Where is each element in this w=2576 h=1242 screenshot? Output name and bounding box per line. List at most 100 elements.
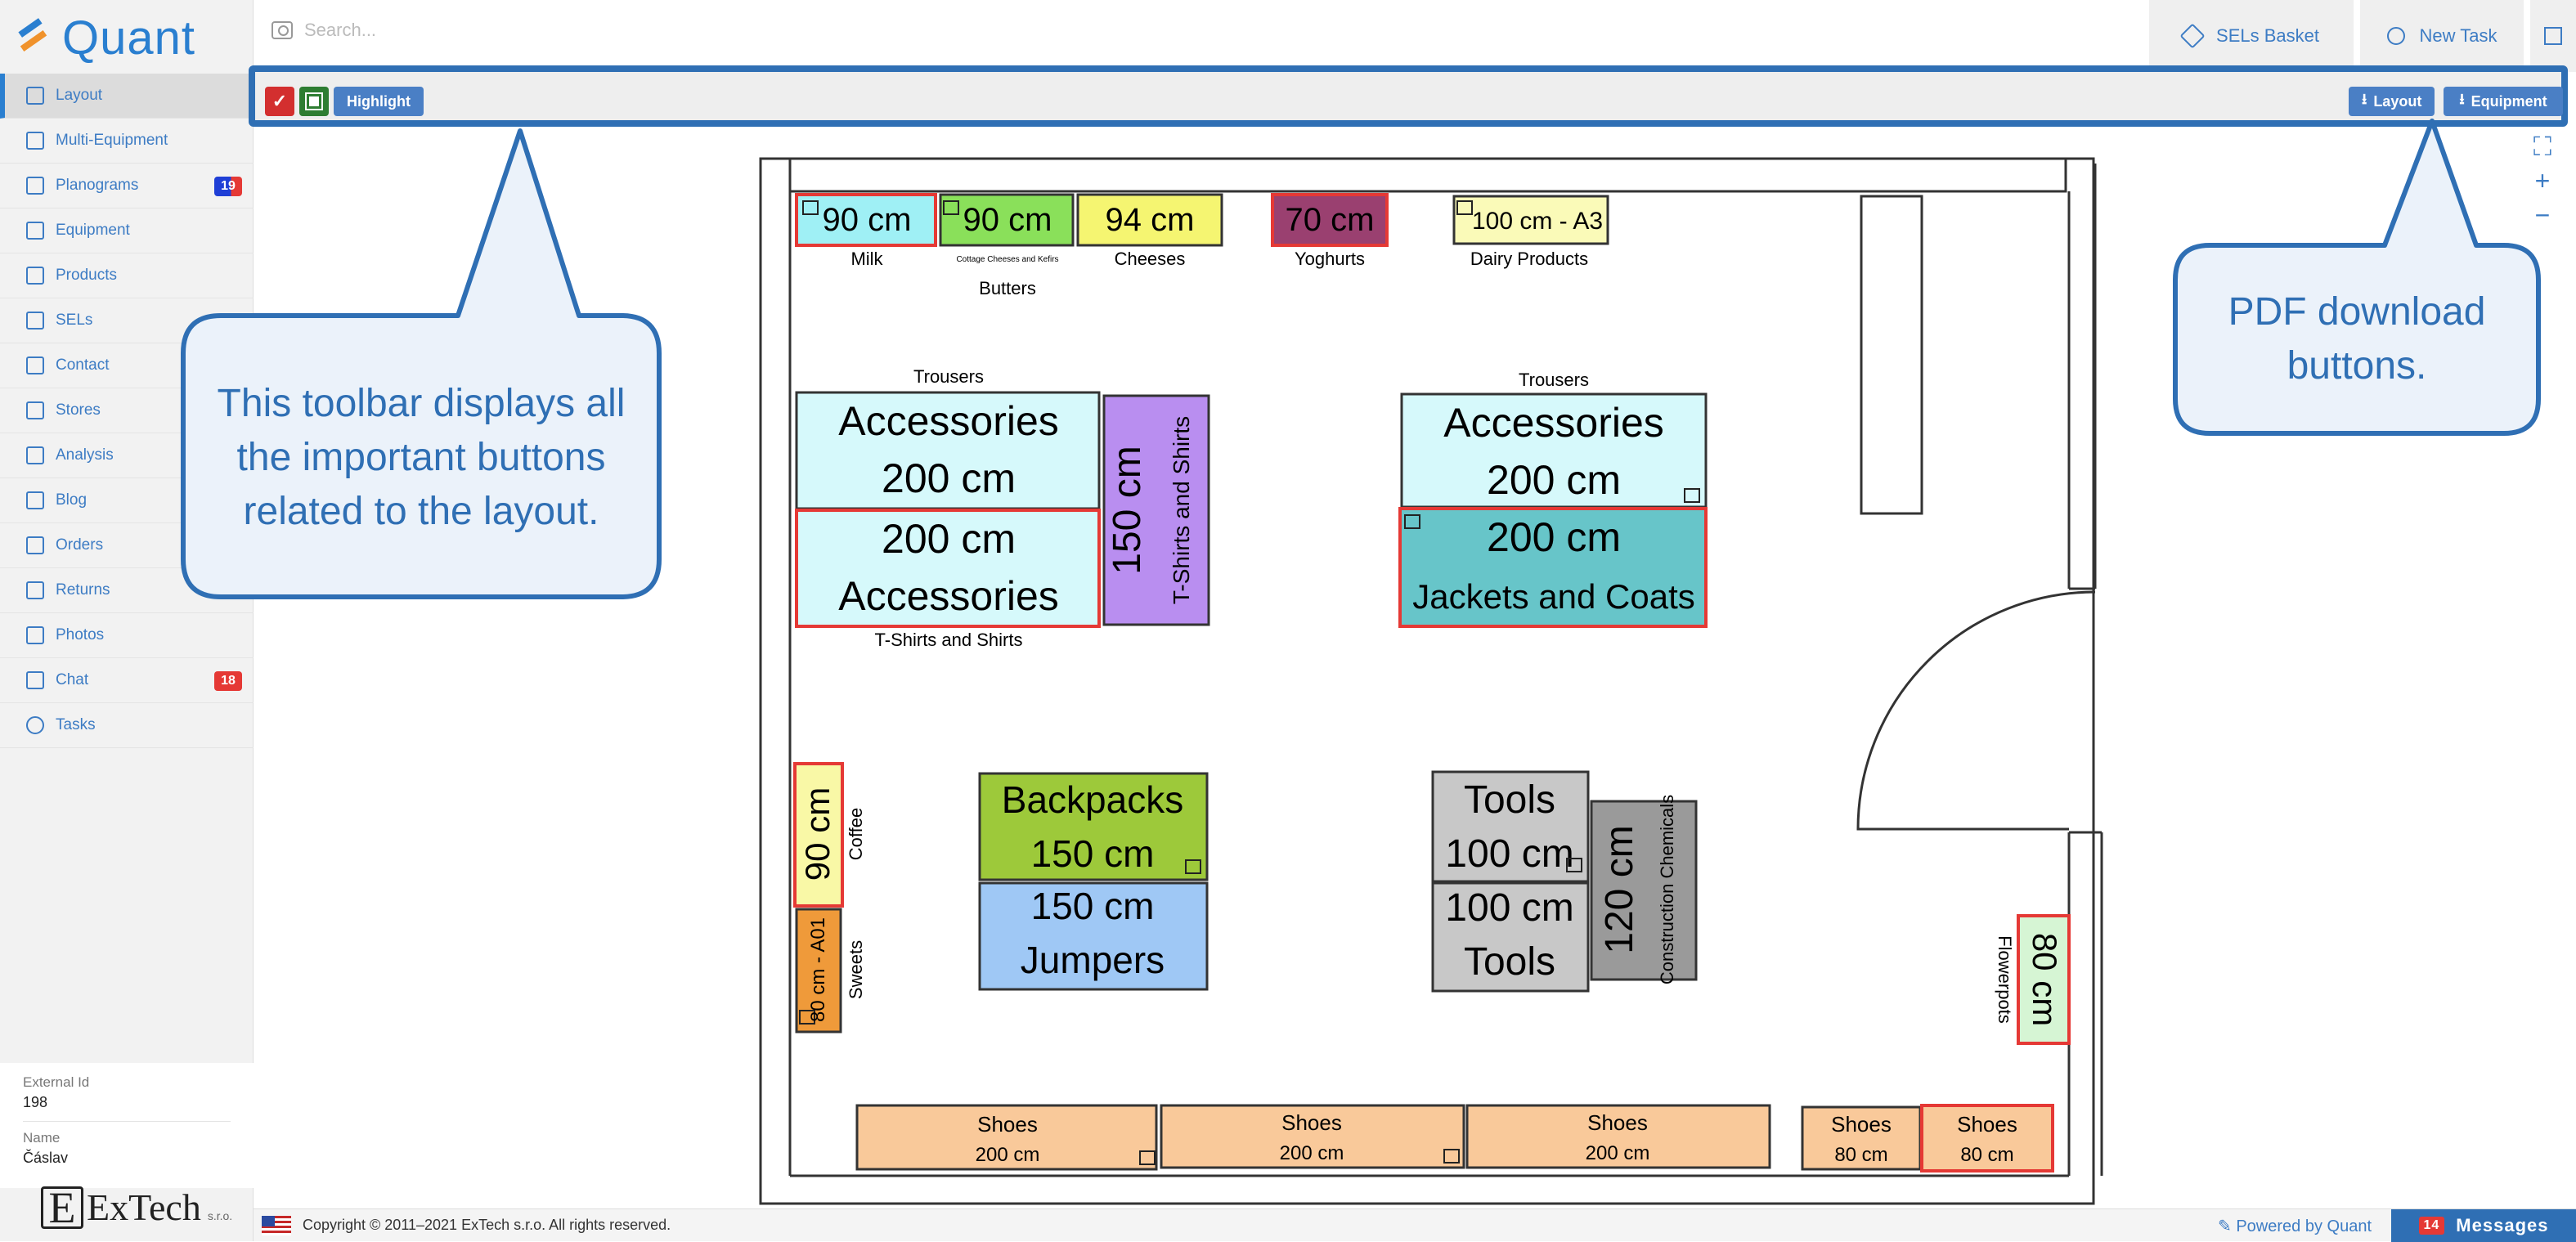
- shelf-coffee[interactable]: 90 cm Coffee: [793, 762, 866, 908]
- check-toggle-button[interactable]: ✓: [265, 87, 294, 116]
- shelf-size: 150 cm: [1031, 832, 1155, 875]
- store-walls: [759, 157, 2103, 1205]
- shelf-jumpers[interactable]: 150 cm Jumpers: [978, 881, 1209, 991]
- check-icon: ✓: [272, 91, 288, 111]
- sels-basket-button[interactable]: SELs Basket: [2149, 0, 2354, 72]
- camera-search-icon[interactable]: [272, 21, 293, 39]
- external-id-value: 198: [23, 1094, 48, 1110]
- external-id-label: External Id: [23, 1074, 90, 1090]
- fit-to-screen-icon[interactable]: ⛶: [2533, 132, 2552, 161]
- shelf-construction-chemicals[interactable]: 120 cm Construction Chemicals: [1590, 795, 1698, 984]
- shelf-name: Butters: [979, 278, 1036, 298]
- sidebar-item-products[interactable]: Products: [0, 253, 254, 298]
- shelf-accessories-left-top[interactable]: Accessories 200 cm: [795, 391, 1101, 510]
- camera-icon: [799, 1010, 815, 1025]
- shelf-accessories-left-bottom[interactable]: 200 cm Accessories: [795, 509, 1101, 628]
- shelf-size: 80 cm: [1834, 1144, 1887, 1166]
- messages-button[interactable]: 14 Messages: [2391, 1209, 2576, 1242]
- shelf-cheeses[interactable]: 94 cm Cheeses: [1076, 193, 1223, 269]
- shelf-yoghurts[interactable]: 70 cm Yoghurts: [1271, 193, 1389, 269]
- shelf-shoes-5[interactable]: Shoes 80 cm: [1920, 1104, 2054, 1173]
- products-icon: [26, 267, 44, 285]
- store-name-label: Name: [23, 1130, 61, 1146]
- shelf-dairy-products[interactable]: 100 cm - A3 Dairy Products: [1452, 195, 1609, 269]
- shelf-name: Shoes: [977, 1112, 1038, 1137]
- shelf-name: Tools: [1464, 940, 1555, 984]
- shelf-size: 150 cm: [1106, 446, 1149, 574]
- powered-by-link[interactable]: ✎ Powered by Quant: [2218, 1216, 2372, 1236]
- zoom-in-icon[interactable]: +: [2534, 166, 2551, 195]
- shelf-tshirts-vertical[interactable]: 150 cm T-Shirts and Shirts: [1102, 394, 1210, 626]
- sidebar-item-multi-equipment[interactable]: Multi-Equipment: [0, 119, 254, 164]
- shelf-name: Construction Chemicals: [1657, 795, 1677, 984]
- shelf-size: 200 cm: [1487, 514, 1621, 560]
- copyright-text: Copyright © 2011–2021 ExTech s.r.o. All …: [303, 1217, 671, 1233]
- sels-basket-label: SELs Basket: [2216, 25, 2319, 46]
- sidebar-item-returns[interactable]: Returns: [0, 568, 254, 613]
- section-label-tshirts: T-Shirts and Shirts: [875, 630, 1023, 650]
- sidebar-item-label: Tasks: [56, 716, 96, 733]
- sidebar-item-stores[interactable]: Stores: [0, 388, 254, 433]
- shelf-jackets-and-coats[interactable]: 200 cm Jackets and Coats: [1398, 507, 1708, 628]
- layout-pdf-button[interactable]: ⭳Layout: [2349, 87, 2435, 116]
- sidebar-item-layout[interactable]: Layout: [0, 74, 254, 119]
- shelf-butters[interactable]: 90 cm Cottage Cheeses and Kefirs Butters: [939, 193, 1075, 298]
- powered-by-text: Powered by Quant: [2236, 1217, 2372, 1235]
- shelf-name: Jumpers: [1021, 939, 1165, 981]
- square-toggle-button[interactable]: [299, 87, 329, 116]
- door-swing: [1856, 590, 2096, 831]
- shelf-name: Shoes: [1957, 1112, 2017, 1137]
- shelf-name: Coffee: [846, 808, 866, 860]
- shelf-tools-bottom[interactable]: 100 cm Tools: [1431, 881, 1590, 993]
- camera-icon: [1684, 488, 1700, 503]
- shelf-shoes-3[interactable]: Shoes 200 cm: [1465, 1104, 1771, 1169]
- equipment-pdf-button[interactable]: ⭳Equipment: [2444, 87, 2563, 116]
- sidebar-item-label: Equipment: [56, 222, 130, 239]
- shelf-size: 80 cm - A01: [807, 917, 829, 1022]
- shelf-subtitle: Cottage Cheeses and Kefirs: [956, 255, 1058, 264]
- new-task-button[interactable]: New Task: [2360, 0, 2524, 72]
- sidebar-item-photos[interactable]: Photos: [0, 613, 254, 658]
- shelf-tools-top[interactable]: Tools 100 cm: [1431, 770, 1590, 883]
- zoom-out-icon[interactable]: −: [2534, 200, 2551, 230]
- sidebar-item-label: Planograms: [56, 177, 139, 194]
- shelf-name: Accessories: [1443, 400, 1664, 446]
- search-input[interactable]: [304, 20, 958, 41]
- shelf-size: 200 cm: [882, 455, 1016, 501]
- sidebar-item-equipment[interactable]: Equipment: [0, 208, 254, 253]
- download-icon: ⭳: [2459, 91, 2465, 107]
- user-profile-button[interactable]: [2530, 0, 2576, 72]
- shelf-milk[interactable]: 90 cm Milk: [795, 193, 937, 269]
- download-icon: ⭳: [2362, 91, 2367, 107]
- shelf-name: Accessories: [838, 573, 1059, 619]
- toolbar-callout-text: This toolbar displays all the important …: [217, 382, 626, 533]
- shelf-shoes-1[interactable]: Shoes 200 cm: [855, 1104, 1158, 1171]
- sidebar-item-sels[interactable]: SELs: [0, 298, 254, 343]
- shelf-accessories-right-top[interactable]: Accessories 200 cm: [1400, 392, 1708, 509]
- chat-icon: [26, 671, 44, 689]
- shelf-shoes-2[interactable]: Shoes 200 cm: [1160, 1104, 1465, 1169]
- shelf-backpacks[interactable]: Backpacks 150 cm: [978, 772, 1209, 881]
- shelf-name: Shoes: [1831, 1112, 1892, 1137]
- sidebar-item-contact[interactable]: Contact: [0, 343, 254, 388]
- shelf-sweets[interactable]: 80 cm - A01 Sweets: [795, 908, 866, 1034]
- shelf-shoes-4[interactable]: Shoes 80 cm: [1801, 1105, 1922, 1171]
- sidebar-item-label: Photos: [56, 626, 105, 643]
- toolbar-callout: This toolbar displays all the important …: [181, 128, 662, 599]
- sidebar-item-orders[interactable]: Orders: [0, 523, 254, 568]
- map-controls: ⛶ + −: [2527, 131, 2560, 234]
- app-logo[interactable]: Quant: [16, 11, 195, 65]
- sidebar-item-analysis[interactable]: Analysis: [0, 433, 254, 478]
- sidebar-item-tasks[interactable]: Tasks: [0, 703, 254, 748]
- highlight-button[interactable]: Highlight: [334, 87, 424, 116]
- shelf-size: 200 cm: [1586, 1142, 1650, 1164]
- sidebar-item-blog[interactable]: Blog: [0, 478, 254, 523]
- shelf-flowerpots[interactable]: 80 cm Flowerpots: [1995, 914, 2071, 1045]
- shelf-name: Shoes: [1281, 1110, 1342, 1135]
- us-flag-icon[interactable]: [262, 1215, 291, 1235]
- messages-count-badge: 14: [2418, 1217, 2445, 1235]
